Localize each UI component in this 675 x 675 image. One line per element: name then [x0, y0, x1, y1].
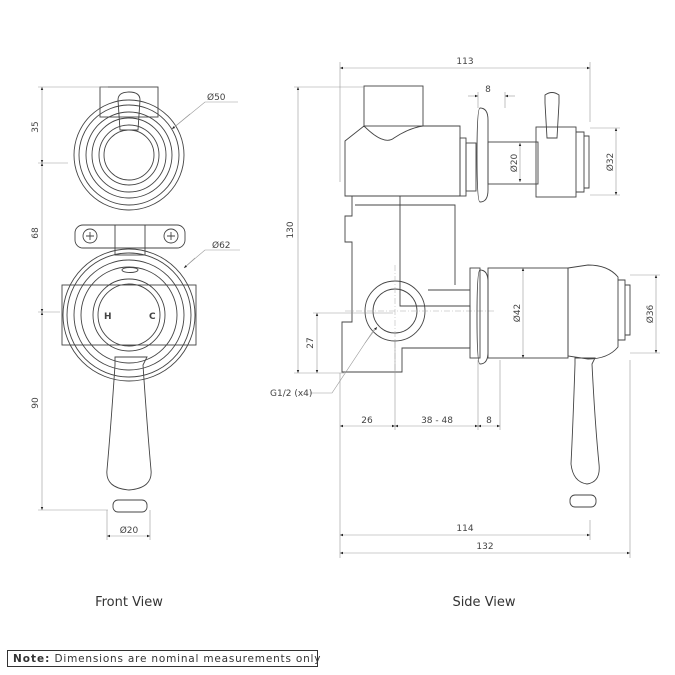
dim-130: 130: [286, 221, 296, 238]
note-box: Note: Dimensions are nominal measurement…: [7, 650, 322, 667]
side-view-dimensions: [294, 62, 660, 558]
hot-label: H: [104, 312, 112, 322]
dim-diameter-32: Ø32: [605, 153, 616, 172]
dim-132: 132: [476, 542, 493, 552]
side-view-drawing: [341, 85, 631, 508]
note-label: Note:: [13, 653, 51, 665]
dim-26: 26: [361, 416, 373, 426]
front-view-drawing: [61, 86, 197, 513]
dim-68: 68: [31, 227, 41, 239]
dim-114: 114: [456, 524, 473, 534]
front-view-caption: Front View: [95, 595, 163, 610]
dim-diameter-20: Ø20: [120, 525, 139, 536]
dim-8-top: 8: [485, 85, 491, 95]
dim-diameter-42: Ø42: [512, 304, 523, 323]
dim-diameter-20-side: Ø20: [509, 153, 520, 172]
note-text: Dimensions are nominal measurements only: [54, 653, 322, 665]
side-view-caption: Side View: [452, 595, 516, 610]
dim-diameter-62: Ø62: [212, 240, 231, 251]
dim-35: 35: [31, 121, 41, 132]
dim-113: 113: [456, 57, 473, 67]
inlet-thread-label: G1/2 (x4): [270, 389, 312, 399]
front-view-dimensions: [38, 86, 240, 540]
dim-27: 27: [306, 337, 316, 348]
dim-8-bottom: 8: [486, 416, 492, 426]
dim-38-48: 38 - 48: [421, 416, 453, 426]
cold-label: C: [149, 312, 156, 322]
dim-diameter-36: Ø36: [645, 304, 656, 323]
dim-90: 90: [31, 397, 41, 409]
dim-diameter-50: Ø50: [207, 92, 226, 103]
